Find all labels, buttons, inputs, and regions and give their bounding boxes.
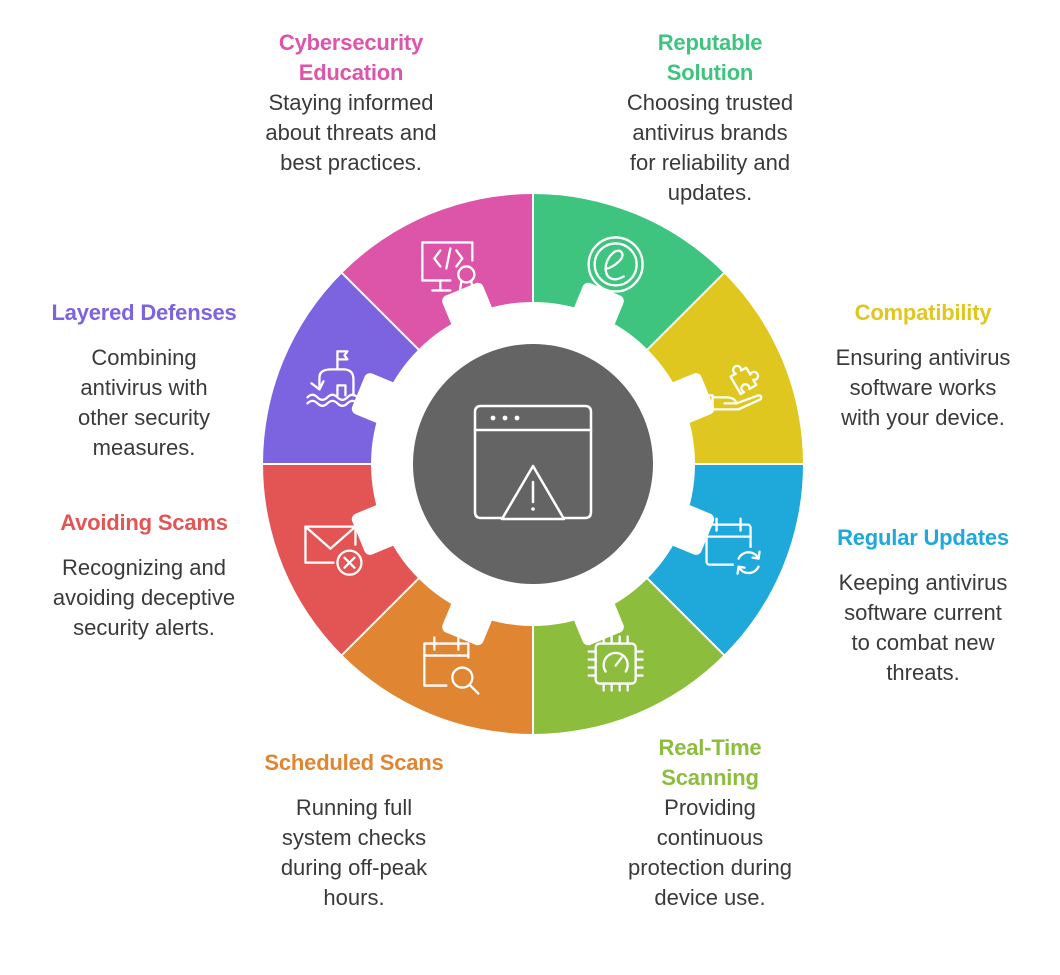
- chip-gauge-icon: [587, 635, 644, 692]
- label-title: Scheduled Scans: [224, 748, 484, 778]
- label-title-line: Layered Defenses: [51, 300, 237, 325]
- label-description-line: continuous: [656, 825, 764, 850]
- label-description-line: Recognizing and: [62, 555, 226, 580]
- label-title-line: Real-Time: [658, 735, 762, 760]
- label-description: Combining antivirus with other security mea…: [14, 343, 274, 463]
- label-description-line: device use.: [654, 885, 766, 910]
- e-badge-icon: [587, 236, 644, 293]
- label-description-line: antivirus brands: [632, 120, 788, 145]
- label-description-line: during off-peak: [280, 855, 428, 880]
- label-title-line: Scanning: [661, 765, 759, 790]
- label-description-line: Keeping antivirus: [838, 570, 1008, 595]
- calendar-sync-icon: [705, 517, 764, 578]
- label-description-line: measures.: [92, 435, 196, 460]
- castle-icon: [306, 350, 359, 407]
- label-title: Compatibility: [793, 298, 1053, 328]
- label-description: Running full system checks during off-peak…: [224, 793, 484, 913]
- mail-cancel-icon: [304, 525, 363, 576]
- label-description-line: antivirus with: [80, 375, 208, 400]
- code-certificate-icon: [421, 241, 476, 296]
- label-description: Choosing trusted antivirus brands for reli…: [580, 88, 840, 208]
- label-description-line: security alerts.: [73, 615, 215, 640]
- label-description-line: Ensuring antivirus: [835, 345, 1011, 370]
- label-description-line: hours.: [323, 885, 385, 910]
- label-description: Staying informed about threats and best pr…: [221, 88, 481, 178]
- label-description: Ensuring antivirus software works with you…: [793, 343, 1053, 433]
- label-description: Providing continuous protection during devi…: [580, 793, 840, 913]
- label-description-line: avoiding deceptive: [52, 585, 236, 610]
- label-title-line: Solution: [666, 60, 754, 85]
- label-title-line: Reputable: [657, 30, 763, 55]
- label-description-line: updates.: [667, 180, 753, 205]
- label-description-line: Running full: [295, 795, 413, 820]
- label-description-line: threats.: [886, 660, 960, 685]
- label-description-line: Combining: [91, 345, 197, 370]
- label-description-line: with your device.: [841, 405, 1005, 430]
- label-title-line: Education: [298, 60, 404, 85]
- browser-warning-icon: [473, 404, 593, 521]
- label-title-line: Cybersecurity: [278, 30, 424, 55]
- label-description-line: about threats and: [265, 120, 437, 145]
- label-description-line: system checks: [281, 825, 427, 850]
- label-description-line: software works: [849, 375, 997, 400]
- label-description: Keeping antivirus software current to comb…: [793, 568, 1053, 688]
- center-circle: [413, 344, 653, 584]
- label-description-line: for reliability and: [629, 150, 791, 175]
- label-description-line: to combat new: [851, 630, 995, 655]
- label-description-line: other security: [77, 405, 211, 430]
- label-title-line: Compatibility: [854, 300, 992, 325]
- label-description-line: best practices.: [280, 150, 422, 175]
- label-title-line: Scheduled Scans: [264, 750, 444, 775]
- label-description-line: Providing: [664, 795, 756, 820]
- label-description: Recognizing and avoiding deceptive securit…: [14, 553, 274, 643]
- label-title: Regular Updates: [793, 523, 1053, 553]
- label-description-line: software current: [844, 600, 1002, 625]
- label-description-line: Staying informed: [268, 90, 434, 115]
- puzzle-hand-icon: [703, 364, 763, 413]
- label-title: Layered Defenses: [14, 298, 274, 328]
- label-title-line: Avoiding Scams: [60, 510, 228, 535]
- label-description-line: protection during: [628, 855, 792, 880]
- label-description-line: Choosing trusted: [626, 90, 794, 115]
- label-title-line: Regular Updates: [837, 525, 1009, 550]
- label-title: Avoiding Scams: [14, 508, 274, 538]
- calendar-search-icon: [423, 636, 480, 695]
